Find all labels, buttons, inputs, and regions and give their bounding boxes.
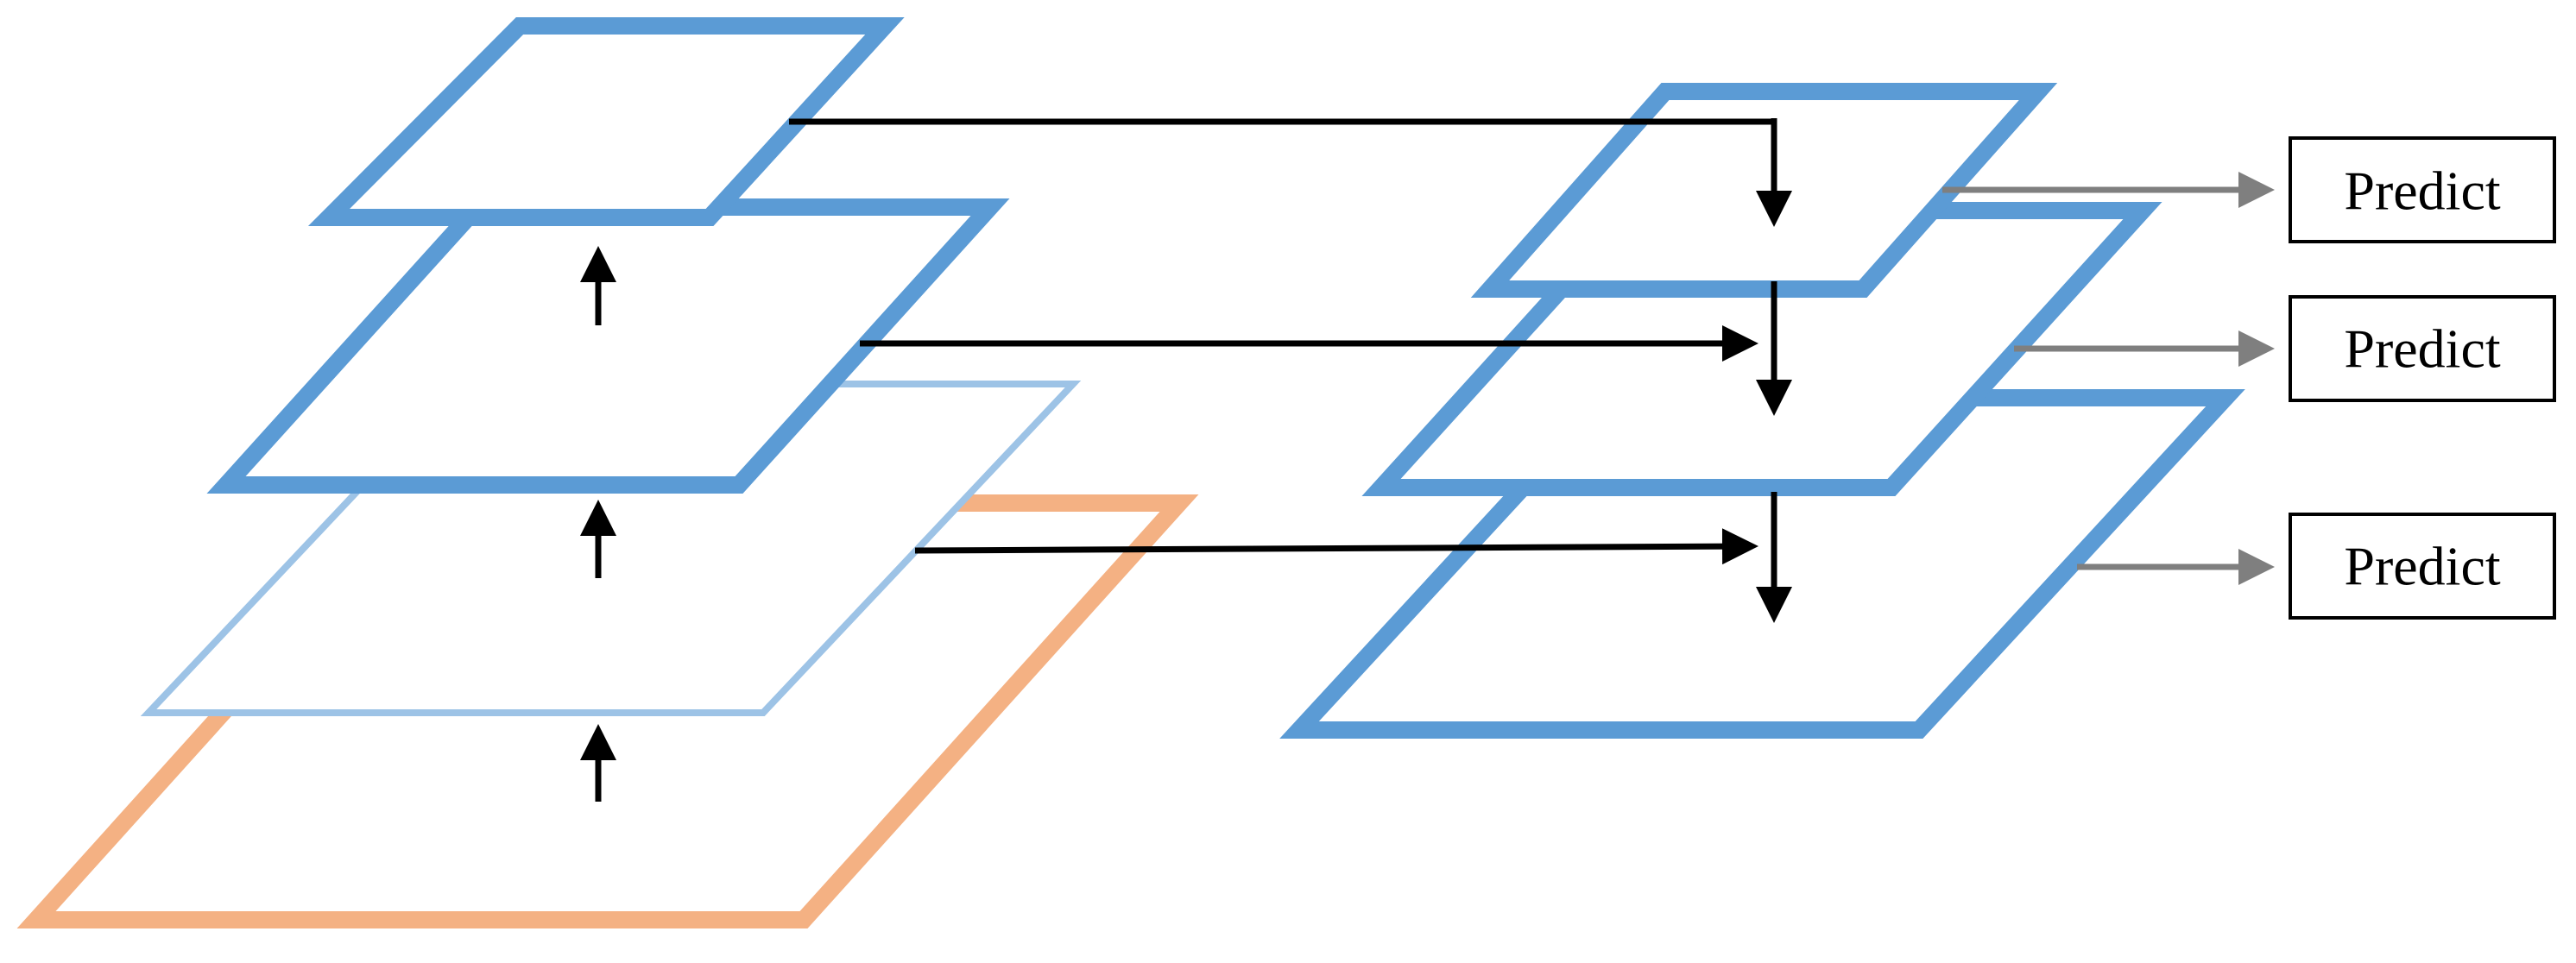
predict-box-2: Predict <box>2289 295 2556 402</box>
lateral-connections <box>789 118 1774 565</box>
predict-label-2: Predict <box>2344 318 2501 380</box>
predict-label-1: Predict <box>2344 160 2501 222</box>
bottom-up-pathway <box>16 17 1199 928</box>
predict-label-3: Predict <box>2344 536 2501 597</box>
top-down-layer-1 <box>1470 83 2058 298</box>
predict-box-1: Predict <box>2289 136 2556 243</box>
prediction-heads: Predict Predict Predict <box>1942 136 2556 620</box>
bottom-up-layer-2 <box>206 198 1010 494</box>
bottom-up-layer-1 <box>307 17 905 226</box>
top-down-pathway <box>1279 83 2245 739</box>
predict-box-3: Predict <box>2289 513 2556 620</box>
lateral-connection-3 <box>914 528 1758 565</box>
